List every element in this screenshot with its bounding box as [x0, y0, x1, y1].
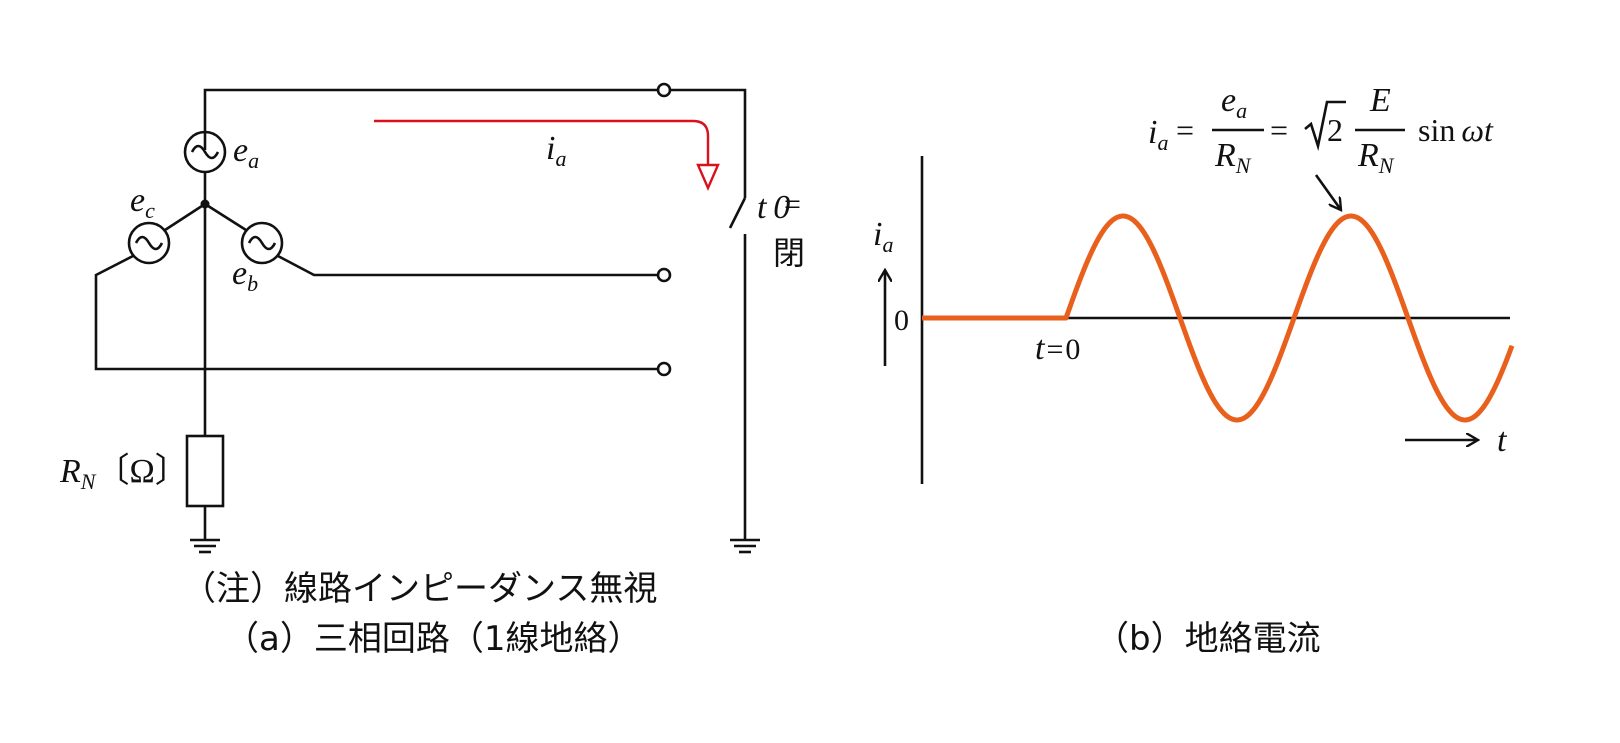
sqrt-icon: [1304, 100, 1346, 152]
formula-frac1-num: ea: [1221, 82, 1247, 123]
circuit-caption: （a）三相回路（1線地絡）: [225, 619, 641, 659]
terminal-b[interactable]: [656, 267, 672, 283]
waveform-caption: （b）地絡電流: [1095, 619, 1321, 659]
source-b-sine-icon: [247, 235, 277, 251]
wire-top: [203, 88, 658, 150]
switch-label: t 0: [757, 189, 790, 226]
t-axis-label: t: [1497, 422, 1508, 459]
source-b-label: eb: [232, 255, 258, 296]
circuit-note: （注）線路インピーダンス無視: [182, 569, 657, 609]
y-axis-label: ia: [873, 216, 893, 257]
wire-neutral-b: [204, 202, 247, 232]
formula-pointer-icon: [1314, 174, 1341, 210]
source-b-icon: [240, 221, 284, 265]
source-c-sine-icon: [134, 235, 164, 251]
formula-frac1-den: RN: [1214, 137, 1252, 178]
formula-frac2-den: RN: [1357, 137, 1395, 178]
formula-frac2-num: E: [1369, 82, 1391, 119]
switch-blade[interactable]: [728, 197, 747, 229]
wire-neutral-c: [164, 202, 206, 232]
wire-phase-b: [277, 254, 658, 277]
zero-label: 0: [894, 304, 909, 337]
terminal-c[interactable]: [656, 361, 672, 377]
formula-eq2: =: [1270, 112, 1288, 148]
current-label: ia: [546, 130, 566, 171]
current-wave: [922, 213, 1515, 423]
formula-eq1: =: [1176, 112, 1194, 148]
wire-top-to-switch: [670, 88, 747, 198]
source-a-sine-icon: [190, 144, 220, 160]
resistor-label: RN〔Ω〕: [59, 452, 189, 494]
terminal-a[interactable]: [656, 82, 672, 98]
source-c-label: ec: [130, 182, 155, 223]
switch-state-label: 閉: [773, 234, 805, 272]
current-arrow: [374, 119, 720, 192]
three-phase-circuit: ea ec eb ia t 0 = 閉 RN〔Ω〕 （注）線路インピーダンス無視…: [59, 82, 805, 659]
resistor-rn: [185, 434, 225, 508]
source-a-label: ea: [233, 132, 259, 173]
ground-left-icon: [190, 538, 220, 554]
formula-lhs: ia: [1148, 114, 1168, 155]
ground-right-icon: [730, 538, 760, 554]
source-c-icon: [127, 221, 171, 265]
t0-label: t=0: [1035, 330, 1080, 367]
switch-eq: =: [784, 188, 801, 221]
wire-phase-c: [94, 254, 658, 371]
formula-sqrt-arg: 2: [1327, 112, 1343, 148]
